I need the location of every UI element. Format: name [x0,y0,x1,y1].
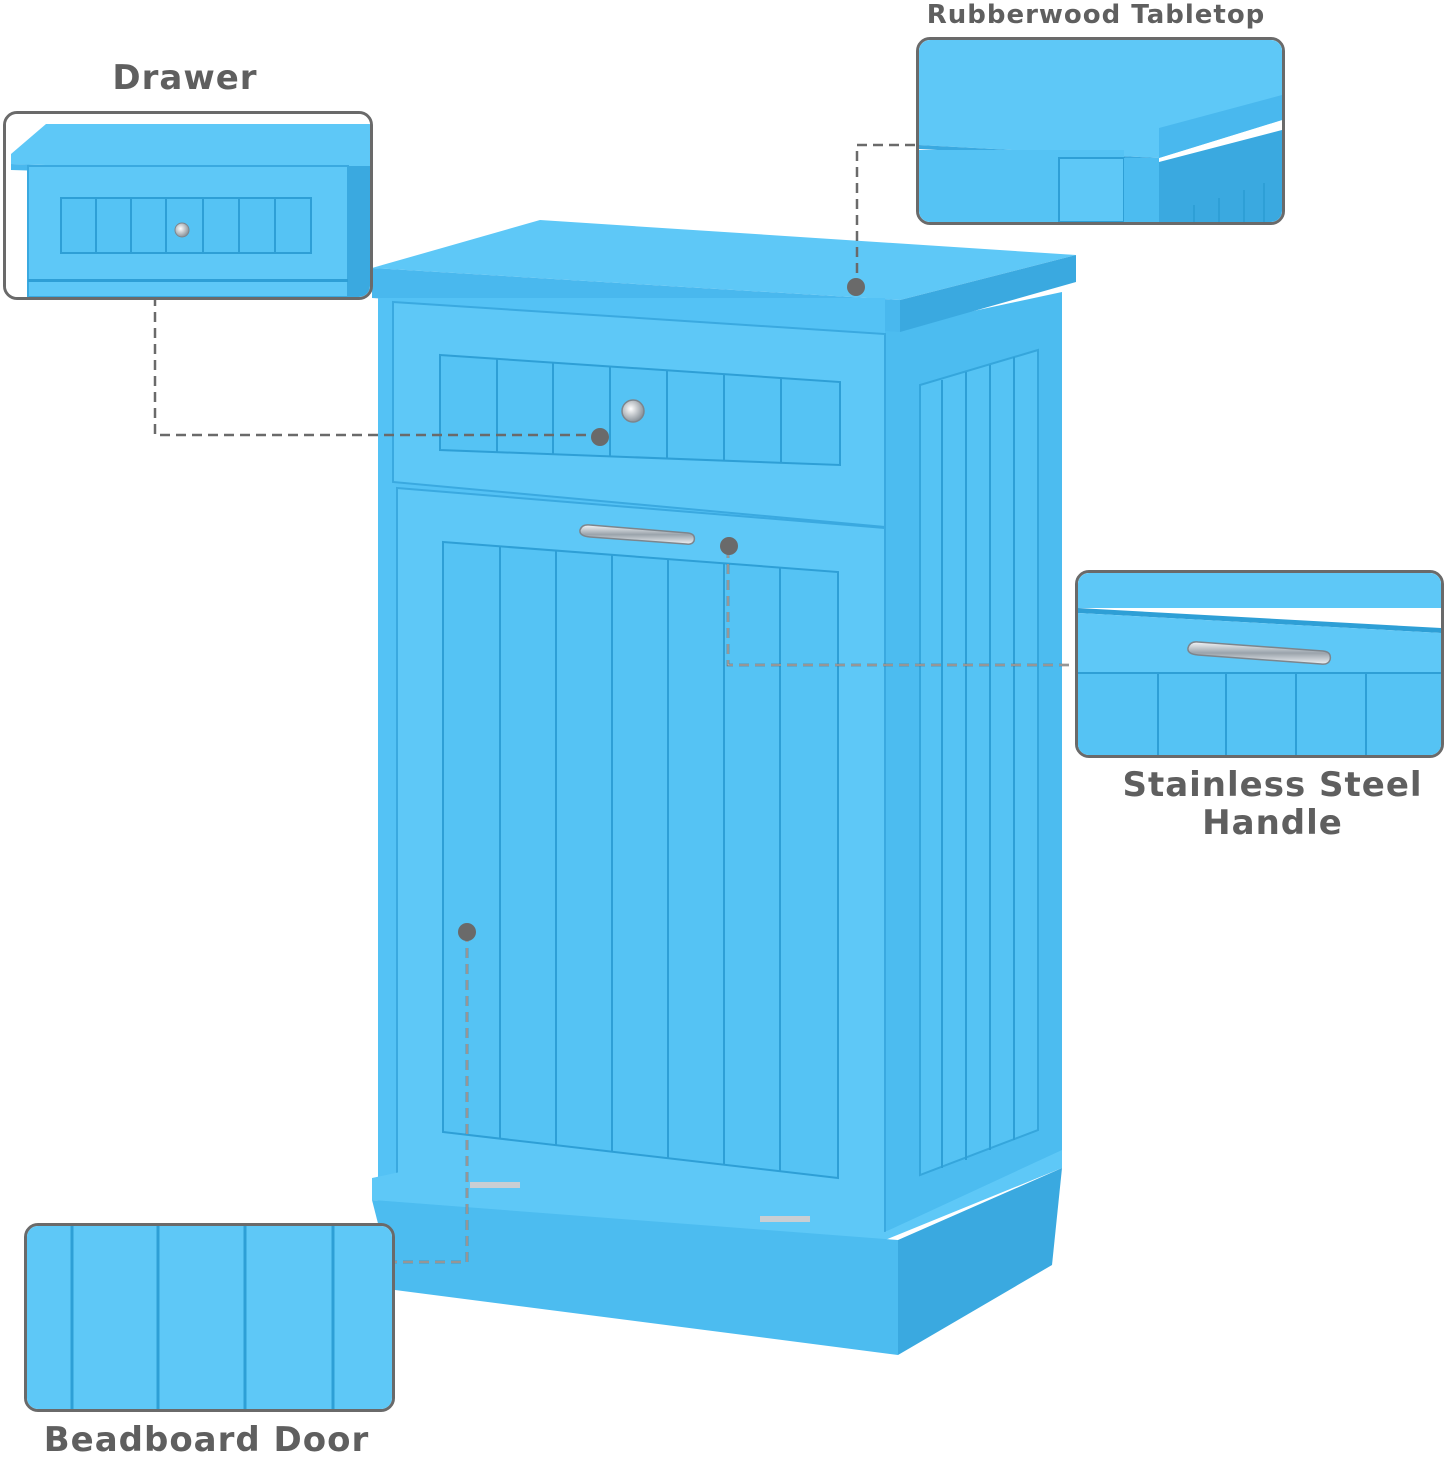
callout-handle [1075,570,1444,758]
label-tabletop: Rubberwood Tabletop [926,0,1266,30]
callout-drawer [3,111,373,300]
drawer-knob-icon [621,399,645,423]
label-door: Beadboard Door [43,1420,370,1460]
door-handle-icon [579,524,696,545]
hinge-left [470,1182,520,1188]
marker-tabletop-icon [847,278,865,296]
hinge-right [760,1216,810,1222]
handle-closeup-icon [1187,641,1332,665]
leader-drawer [153,296,600,437]
tabletop-closeup [919,40,1282,222]
callout-door [24,1223,395,1412]
door-beadboard [499,546,781,1171]
tabletop-top-surface [372,220,1076,300]
handle-closeup [1078,573,1441,755]
drawer-closeup [6,114,370,297]
base-side [898,1168,1062,1355]
door-panel [442,540,839,1180]
marker-handle-icon [720,537,738,555]
label-drawer: Drawer [112,58,258,98]
tabletop-side-edge [900,255,1076,332]
marker-door-icon [458,923,476,941]
label-handle-line1: Stainless Steel [1122,765,1423,805]
label-handle-line2: Handle [1202,803,1343,843]
leader-tabletop [855,143,915,285]
base-top [372,1150,1062,1240]
callout-tabletop [916,37,1285,225]
marker-drawer-icon [591,428,609,446]
door-closeup [27,1226,392,1409]
drawer-beadboard [496,359,782,462]
side-beadboard [919,348,1039,1177]
base-front [372,1200,898,1355]
